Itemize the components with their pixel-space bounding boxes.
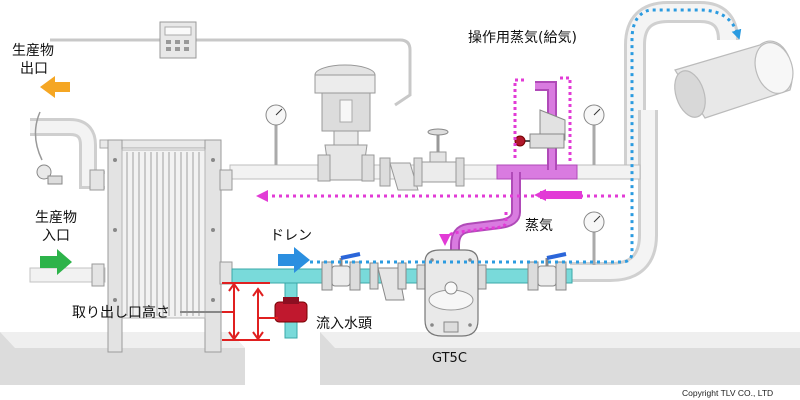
- outlet-height-label: 取り出し口高さ: [72, 304, 170, 321]
- steam-riser-pipe: [624, 1, 739, 170]
- motive-steam-label: 操作用蒸気(給気): [468, 30, 577, 46]
- temperature-sensor-icon: [34, 111, 63, 185]
- globe-valve-icon: [514, 109, 566, 149]
- receiver-tank-icon: [674, 40, 794, 119]
- motive-steam-flow: [513, 76, 572, 162]
- return-pipe: [570, 110, 658, 282]
- filling-head-label: 流入水頭: [316, 316, 372, 332]
- product-inlet-label-2: 入口: [42, 228, 70, 244]
- ball-valve-icon: [321, 252, 361, 291]
- steam-label: 蒸気: [525, 218, 553, 234]
- controller-icon: [50, 21, 412, 107]
- product-inlet-pipe: [29, 263, 106, 287]
- pressure-gauge-icon: [265, 104, 287, 165]
- pressure-gauge-icon: [583, 104, 605, 165]
- pump-trap-icon: [416, 249, 487, 337]
- outlet-height-dimension: [180, 282, 278, 341]
- product-outlet-pipe: [30, 118, 105, 191]
- drain-arrow: [278, 247, 310, 273]
- product-outlet-label-2: 出口: [20, 61, 48, 77]
- product-outlet-label-1: 生産物: [12, 43, 54, 59]
- strainer-icon: [379, 157, 419, 191]
- pressure-gauge-icon: [583, 211, 605, 265]
- strainer-icon: [369, 262, 407, 301]
- gate-valve-icon: [413, 128, 465, 187]
- heat-exchanger-icon: [99, 139, 233, 353]
- drain-label: ドレン: [270, 228, 312, 244]
- check-valve-icon: [274, 297, 308, 323]
- ball-valve-icon: [527, 252, 567, 291]
- drain-flow-line: [310, 8, 742, 264]
- copyright-text: Copyright TLV CO., LTD: [682, 388, 773, 398]
- trap-model-label: GT5C: [432, 351, 467, 366]
- product-inlet-arrow: [40, 249, 72, 275]
- control-valve-icon: [314, 64, 376, 182]
- product-inlet-label-1: 生産物: [35, 210, 77, 226]
- product-outlet-arrow: [40, 76, 70, 98]
- motive-steam-down-arrow: [439, 212, 508, 246]
